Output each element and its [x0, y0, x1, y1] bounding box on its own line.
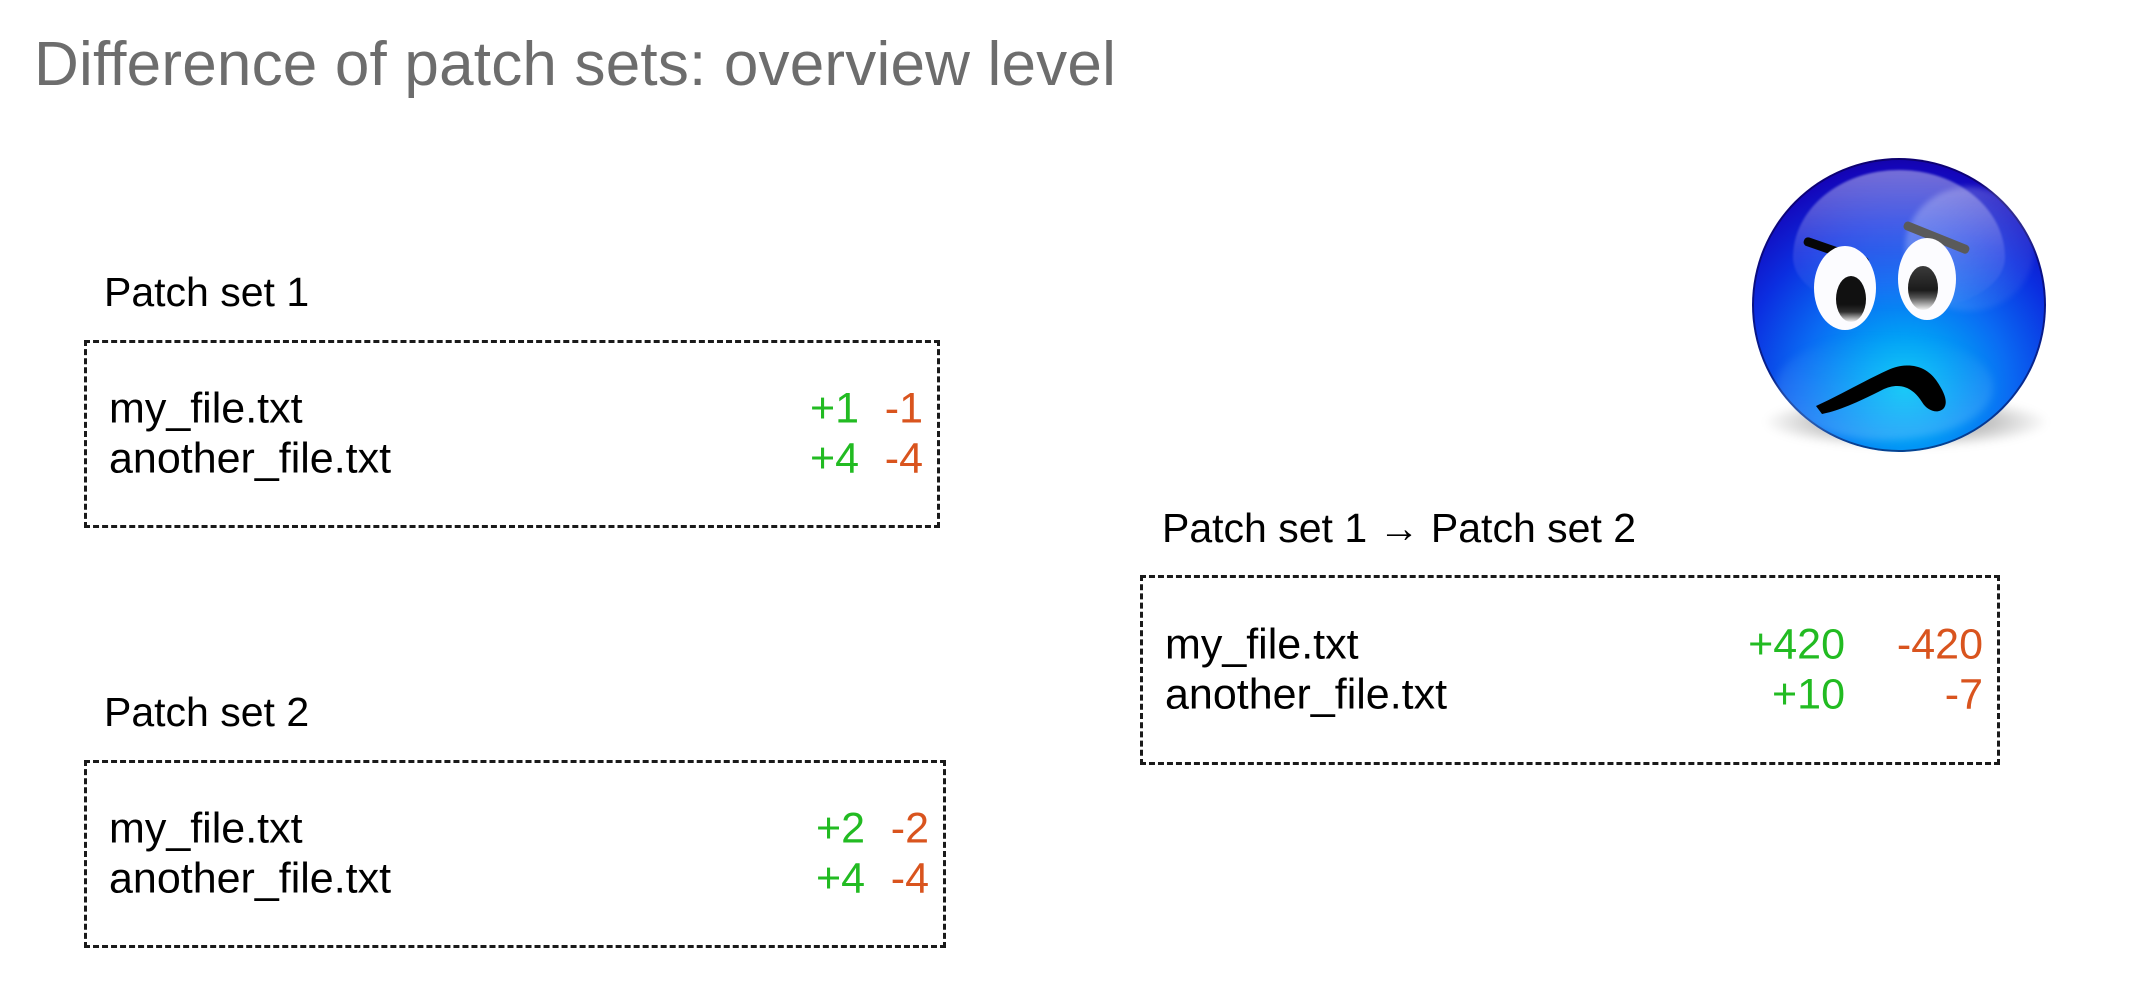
file-stats: +2 -2	[803, 804, 929, 854]
table-row: my_file.txt +1 -1	[109, 384, 923, 434]
frown-mouth-icon	[1816, 365, 1946, 414]
additions-count: +1	[809, 384, 859, 433]
additions-count: +4	[809, 435, 859, 483]
table-row: my_file.txt +420 -420	[1165, 620, 1983, 670]
file-name: my_file.txt	[1165, 620, 1359, 669]
file-name: my_file.txt	[109, 804, 303, 853]
deletions-count: -2	[890, 804, 929, 853]
additions-count: +4	[815, 855, 865, 903]
additions-count: +10	[1772, 671, 1845, 719]
patch-set-diff-caption: Patch set 1 → Patch set 2	[1162, 505, 1637, 551]
page-title: Difference of patch sets: overview level	[34, 30, 1117, 99]
table-row: another_file.txt +4 -4	[109, 434, 923, 484]
table-row: my_file.txt +2 -2	[109, 804, 929, 854]
deletions-count: -7	[1944, 671, 1983, 719]
file-list: my_file.txt +1 -1 another_file.txt +4 -4	[87, 384, 937, 485]
deletions-count: -4	[884, 435, 923, 483]
file-name: another_file.txt	[109, 435, 392, 483]
table-row: another_file.txt +4 -4	[109, 854, 929, 904]
patch-set-1-file-box: my_file.txt +1 -1 another_file.txt +4 -4	[84, 340, 940, 528]
deletions-count: -1	[884, 384, 923, 433]
table-row: another_file.txt +10 -7	[1165, 670, 1983, 720]
file-name: another_file.txt	[1165, 671, 1448, 719]
emoji-face	[1752, 158, 2046, 452]
additions-count: +420	[1748, 620, 1845, 669]
file-name: another_file.txt	[109, 855, 392, 903]
patch-set-2-caption: Patch set 2	[104, 689, 310, 735]
sad-face-emoji	[1752, 158, 2052, 458]
additions-count: +2	[815, 804, 865, 853]
deletions-count: -420	[1896, 620, 1983, 669]
file-list: my_file.txt +2 -2 another_file.txt +4 -4	[87, 804, 943, 905]
emoji-rim	[1752, 158, 2046, 452]
file-name: my_file.txt	[109, 384, 303, 433]
file-stats: +10 -7	[1717, 670, 1983, 720]
deletions-count: -4	[890, 855, 929, 903]
patch-set-1-caption: Patch set 1	[104, 269, 310, 315]
file-list: my_file.txt +420 -420 another_file.txt +…	[1143, 620, 1997, 721]
file-stats: +1 -1	[797, 384, 923, 434]
pupil-left-icon	[1836, 276, 1866, 322]
file-stats: +4 -4	[803, 854, 929, 904]
patch-set-diff-file-box: my_file.txt +420 -420 another_file.txt +…	[1140, 575, 2000, 765]
pupil-right-icon	[1908, 266, 1938, 310]
patch-set-2-file-box: my_file.txt +2 -2 another_file.txt +4 -4	[84, 760, 946, 948]
file-stats: +420 -420	[1717, 620, 1983, 670]
file-stats: +4 -4	[797, 434, 923, 484]
